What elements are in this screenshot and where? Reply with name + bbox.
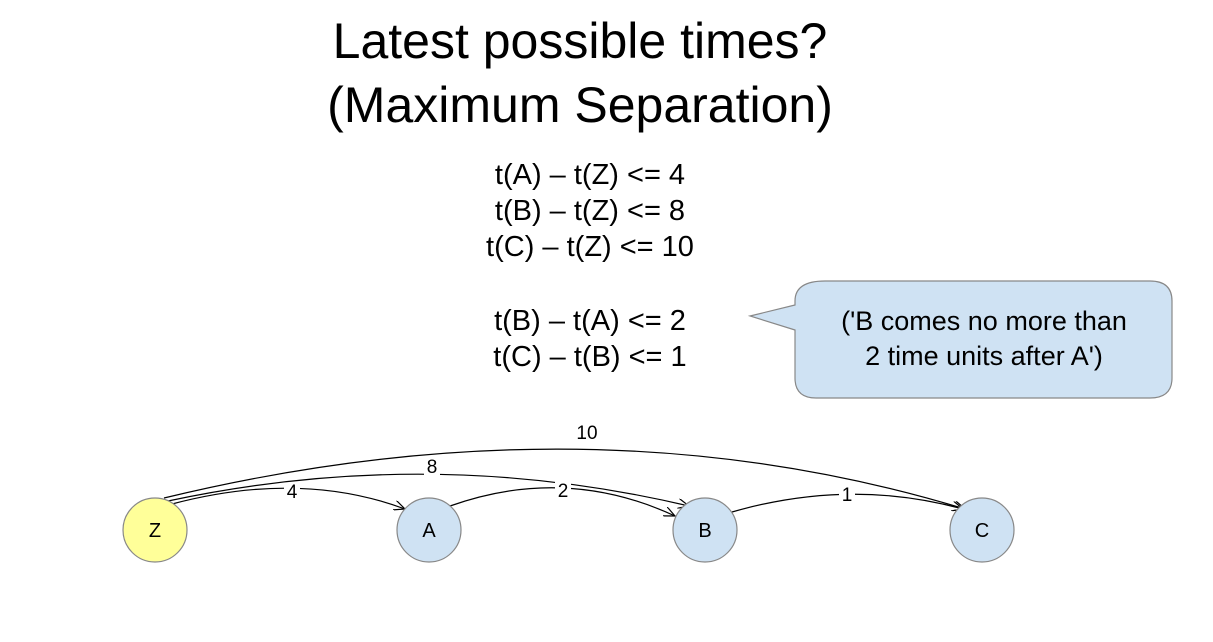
constraint-c-z: t(C) – t(Z) <= 10: [486, 231, 694, 263]
edges-layer: 4 8 10 2 1: [163, 421, 965, 516]
node-c: [949, 497, 1015, 563]
speech-bubble-callout: [747, 280, 1173, 399]
node-label-b: B: [698, 520, 711, 542]
constraints-group-chain: t(B) – t(A) <= 2 t(C) – t(B) <= 1: [390, 303, 790, 375]
callout-text-line-2: 2 time units after A'): [865, 341, 1103, 371]
node-label-z: Z: [149, 520, 161, 542]
edge-label-z-a: 4: [287, 482, 298, 503]
node-label-c: C: [975, 520, 989, 542]
edge-z-c: [163, 448, 965, 509]
edge-label-background: [839, 483, 855, 505]
node-a: [396, 497, 462, 563]
edge-label-background: [573, 421, 601, 443]
edge-label-a-b: 2: [558, 481, 569, 502]
edge-label-z-b: 8: [427, 457, 438, 478]
slide-title-line-2: (Maximum Separation): [327, 77, 833, 133]
edge-label-background: [284, 480, 300, 502]
callout-text-line-1: ('B comes no more than: [841, 306, 1127, 336]
constraint-b-a: t(B) – t(A) <= 2: [494, 305, 686, 337]
edge-label-z-c: 10: [576, 423, 597, 444]
speech-bubble-shape: [747, 280, 1173, 399]
edge-label-b-c: 1: [842, 485, 853, 506]
node-z: [122, 497, 188, 563]
node-b: [672, 497, 738, 563]
constraint-c-b: t(C) – t(B) <= 1: [493, 341, 687, 373]
edge-label-background: [555, 479, 571, 501]
constraint-b-z: t(B) – t(Z) <= 8: [494, 195, 686, 227]
edge-label-background: [424, 455, 440, 477]
constraint-a-z: t(A) – t(Z) <= 4: [494, 159, 686, 191]
constraints-group-z: t(A) – t(Z) <= 4 t(B) – t(Z) <= 8 t(C) –…: [390, 157, 790, 265]
node-label-a: A: [422, 520, 436, 542]
slide-title-line-1: Latest possible times?: [332, 13, 828, 69]
